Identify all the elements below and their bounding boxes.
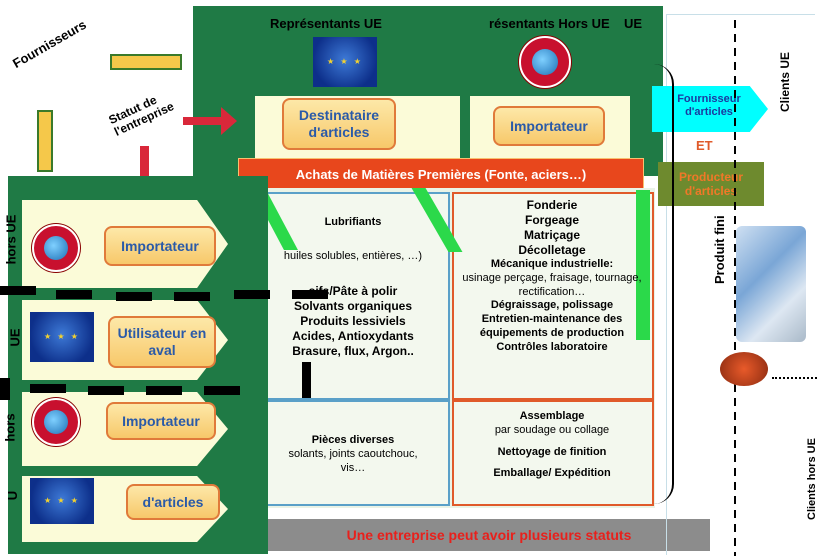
left-box2-line1: solants, joints caoutchouc, [288, 447, 418, 460]
left-box2-line2: vis… [340, 461, 366, 474]
rep-ue-label: Représentants UE [270, 16, 382, 31]
dashed-divider [734, 20, 736, 556]
right-box-l6: usinage perçage, fraisage, tournage, rec… [462, 271, 642, 298]
right-frame [666, 14, 815, 555]
cyan-arrow [652, 86, 768, 132]
separator-dash [0, 378, 10, 400]
separator-dash [292, 290, 328, 299]
right-box-l1: Fonderie [526, 198, 578, 212]
left-box-text: Lubrifiants huiles solubles, entières, …… [258, 216, 448, 359]
right-box2-l2: par soudage ou collage [494, 423, 610, 436]
hors-ue-left-label: hors UE [3, 214, 19, 265]
separator-dash [116, 292, 152, 301]
arrow-down-yellow [37, 110, 53, 172]
left-box2-title: Pièces diverses [311, 434, 395, 446]
fournisseur-articles-label: Fournisseur d'articles [677, 93, 741, 119]
right-box-l8: Entretien-maintenance des équipements de… [479, 313, 625, 339]
separator-dash [88, 386, 124, 395]
arrow-red-down [140, 146, 149, 180]
eu-flag-icon-left-2 [30, 478, 94, 524]
industrial-products-icon [736, 226, 806, 342]
achats-banner: Achats de Matières Premières (Fonte, aci… [238, 158, 644, 190]
separator-dash [204, 386, 240, 395]
valve-icon [720, 352, 768, 386]
producteur-box: Producteur d'articles [658, 162, 764, 206]
importateur-left2-button[interactable]: Importateur [106, 402, 216, 440]
statut-label: Statut de l'entreprise [106, 92, 177, 140]
producteur-label: Producteur d'articles [678, 169, 743, 198]
globe-icon-left-1 [32, 224, 80, 272]
ue-fragment-label: UE [624, 16, 643, 31]
right-box2-l1: Assemblage [519, 410, 585, 422]
left-box-line5: Acides, Antioxydants [292, 328, 414, 343]
utilisateur-button[interactable]: Utilisateur en aval [108, 316, 216, 368]
left-box-line6: Brasure, flux, Argon.. [292, 343, 414, 358]
arrow-right-yellow [110, 54, 182, 70]
brace [650, 64, 674, 504]
et-label: ET [696, 138, 713, 153]
arrow-red-right [183, 117, 223, 125]
separator-dash [56, 290, 92, 299]
left-box-line2: sifs/Pâte à polir [308, 283, 398, 298]
hors-left2-label: hors [2, 413, 18, 442]
separator-dash [302, 362, 311, 398]
produit-fini-label: Produit fini [712, 215, 727, 284]
green-beam-3 [636, 190, 650, 340]
arrow-red-right-head [221, 107, 237, 135]
clients-hors-ue-label: Clients hors UE [806, 438, 818, 520]
left-box-line3: Solvants organiques [293, 298, 413, 313]
fournisseurs-label: Fournisseurs [10, 16, 89, 71]
separator-dash [146, 386, 182, 395]
achats-label: Achats de Matières Premières (Fonte, aci… [295, 166, 587, 182]
separator-dash [0, 286, 36, 295]
rep-hors-ue-label: résentants Hors UE [489, 16, 610, 31]
right-box2-l3: Nettoyage de finition [497, 445, 607, 458]
eu-flag-icon [313, 37, 377, 87]
articles-fragment-button[interactable]: d'articles [126, 484, 220, 520]
eu-flag-icon-left-1 [30, 312, 94, 362]
right-box-l3: Matriçage [523, 228, 581, 242]
left-box-title: Lubrifiants [324, 216, 382, 228]
right-box-l7: Dégraissage, polissage [490, 299, 614, 312]
right-box2-frame [452, 400, 654, 506]
destinataire-button[interactable]: Destinataire d'articles [282, 98, 396, 150]
separator-dash [234, 290, 270, 299]
right-box2-text: Assemblage par soudage ou collage Nettoy… [458, 410, 646, 481]
right-box-l4: Décolletage [518, 243, 586, 257]
separator-dash [30, 384, 66, 393]
u-left-label: U [5, 490, 21, 501]
separator-dash [174, 292, 210, 301]
left-box2-text: Pièces diverses solants, joints caoutcho… [258, 434, 448, 475]
globe-icon [519, 36, 571, 88]
left-box-line1: huiles solubles, entières, …) [283, 249, 423, 262]
ue-left-label: UE [7, 328, 23, 347]
bottom-banner-text: Une entreprise peut avoir plusieurs stat… [346, 527, 632, 543]
importateur-left-button[interactable]: Importateur [104, 226, 216, 266]
dotted-line [772, 377, 817, 379]
left-box-line4: Produits lessiviels [300, 313, 406, 328]
bottom-banner: Une entreprise peut avoir plusieurs stat… [268, 519, 710, 551]
right-box-l2: Forgeage [524, 213, 579, 227]
clients-ue-label: Clients UE [778, 51, 792, 112]
right-box-text: Fonderie Forgeage Matriçage Décolletage … [458, 198, 646, 354]
right-box-l9: Contrôles laboratoire [496, 340, 608, 353]
right-box-frame [452, 192, 654, 400]
globe-icon-left-2 [32, 398, 80, 446]
right-box-l5: Mécanique industrielle: [490, 258, 614, 270]
importateur-top-button[interactable]: Importateur [493, 106, 605, 146]
right-box2-l4: Emballage/ Expédition [493, 467, 611, 480]
